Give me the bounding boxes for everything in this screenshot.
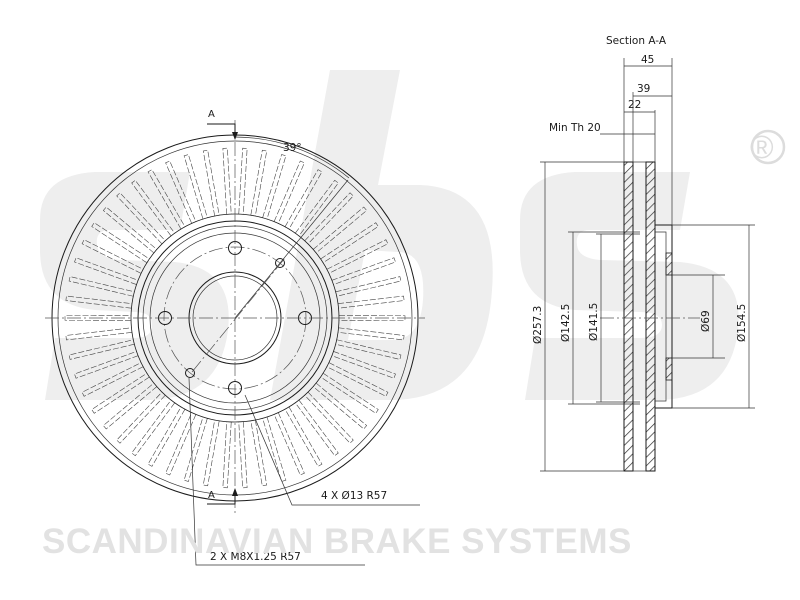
vent-slot: [222, 147, 232, 215]
registered-circle: [750, 129, 786, 165]
hub-flange-bottom: [665, 357, 673, 381]
vent-slot: [262, 154, 287, 220]
vent-slot: [202, 149, 220, 217]
vent-slot: [250, 419, 268, 487]
section-marker-top: A: [208, 109, 215, 120]
vent-slot: [331, 351, 396, 379]
vent-slot: [91, 372, 150, 414]
vent-slot: [326, 239, 389, 274]
hat-inner-profile: [655, 231, 667, 402]
dim-45: 45: [641, 54, 654, 66]
vent-slot: [68, 276, 135, 297]
vent-slot: [131, 399, 175, 457]
bolt-holes-callout: 4 X Ø13 R57: [321, 490, 387, 502]
section-title: Section A-A: [606, 35, 667, 47]
vent-slot: [183, 416, 208, 482]
vent-slot: [295, 179, 339, 237]
angle-arc: [234, 136, 350, 179]
dia-141-label: Ø141.5: [588, 303, 600, 341]
vent-slot: [91, 222, 150, 264]
vent-slot: [102, 206, 158, 254]
vent-slot: [165, 160, 197, 224]
vent-slot: [320, 222, 379, 264]
vent-slot: [64, 315, 132, 321]
vent-slot: [202, 419, 220, 487]
section-marker-top-line: [207, 123, 236, 136]
vent-slot: [295, 399, 339, 457]
vent-slot: [273, 160, 305, 224]
vent-slot: [183, 154, 208, 220]
vent-slot: [222, 421, 232, 489]
vent-slot: [81, 239, 144, 274]
threaded-hole: [185, 368, 195, 378]
vent-slot: [116, 391, 166, 444]
vent-slot: [304, 192, 354, 245]
vent-slot: [102, 382, 158, 430]
vent-slot: [116, 192, 166, 245]
registered-mark: ®: [750, 129, 774, 165]
friction-ring-outer: [623, 161, 634, 472]
vent-slot: [131, 179, 175, 237]
vent-slot: [331, 257, 396, 285]
bolt-holes-leader: [244, 394, 420, 506]
section-view: Section A-A 45 39 22 Min Th 20 Ø257.3: [532, 35, 755, 472]
section-marker-top-arrow: [232, 132, 238, 140]
hub-flange-top: [665, 252, 673, 276]
sbs-logo: [40, 70, 739, 400]
vent-slot: [312, 382, 368, 430]
vent-slot: [304, 391, 354, 444]
vent-slot: [147, 406, 186, 467]
vent-slot: [335, 276, 402, 297]
vent-slot: [262, 416, 287, 482]
vent-slot: [326, 362, 389, 397]
vent-slot: [284, 169, 323, 230]
vent-slot: [74, 257, 139, 285]
threaded-holes-leader: [188, 377, 365, 566]
vent-slot: [284, 406, 323, 467]
vent-slot: [165, 412, 197, 476]
vent-slot: [337, 327, 405, 341]
front-view: 39° A A 4 X Ø13 R57 2 X M8X1.25 R57: [45, 109, 425, 566]
vent-slot: [312, 206, 368, 254]
vent-slot: [320, 372, 379, 414]
vent-slot: [65, 327, 133, 341]
dia-142-label: Ø142.5: [560, 304, 572, 342]
centerline-diagonal: [191, 257, 286, 373]
friction-ring-inner: [645, 161, 656, 472]
dim-22: 22: [628, 99, 641, 111]
section-marker-bottom-arrow: [232, 488, 238, 496]
dim-39: 39: [637, 83, 650, 95]
hat-profile: [655, 224, 673, 409]
vent-slot: [74, 351, 139, 379]
section-marker-bottom: A: [208, 490, 215, 501]
dia-hub-label: Ø69: [700, 310, 712, 332]
threaded-hole: [275, 258, 285, 268]
vent-slot: [335, 339, 402, 360]
vent-slot: [337, 295, 405, 309]
min-thickness: Min Th 20: [549, 122, 601, 134]
vent-slot: [81, 362, 144, 397]
brand-tagline: SCANDINAVIAN BRAKE SYSTEMS: [42, 522, 632, 561]
dia-hat-label: Ø154.5: [736, 304, 748, 342]
angle-label: 39°: [283, 142, 302, 154]
vent-slot: [65, 295, 133, 309]
dia-outer-label: Ø257.3: [532, 306, 544, 344]
vent-slot: [238, 421, 248, 489]
vent-slot: [250, 149, 268, 217]
vent-slot: [273, 412, 305, 476]
vent-slot: [238, 147, 248, 215]
angle-leader: [234, 179, 349, 319]
vent-slot: [147, 169, 186, 230]
vent-slot: [68, 339, 135, 360]
threaded-holes-callout: 2 X M8X1.25 R57: [210, 551, 301, 563]
